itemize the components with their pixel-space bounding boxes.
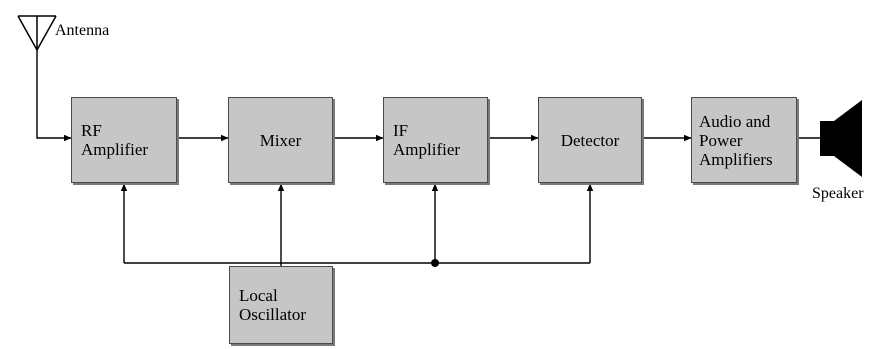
detector-label: Detector [560, 130, 620, 150]
oscillator-line1: Local [239, 286, 278, 305]
rf-amplifier-block: RF Amplifier [71, 97, 177, 183]
junction-dot [431, 259, 439, 267]
antenna-feed-line [36, 50, 72, 142]
antenna-icon [17, 15, 57, 51]
audio-line3: Amplifiers [699, 149, 773, 169]
rf-amplifier-line1: RF [81, 121, 102, 140]
oscillator-line2: Oscillator [239, 305, 307, 324]
if-amplifier-line2: Amplifier [393, 140, 461, 159]
mixer-label: Mixer [259, 130, 302, 150]
audio-line1: Audio and [699, 111, 771, 131]
if-amplifier-line1: IF [393, 121, 409, 140]
local-oscillator-block: Local Oscillator [229, 266, 333, 344]
audio-line2: Power [699, 130, 743, 150]
rf-amplifier-line2: Amplifier [81, 140, 149, 159]
audio-power-amplifiers-block: Audio and Power Amplifiers [691, 97, 797, 183]
detector-block: Detector [538, 97, 642, 183]
antenna-label: Antenna [55, 22, 110, 39]
speaker-label: Speaker [812, 185, 864, 202]
speaker-icon [820, 100, 862, 177]
mixer-block: Mixer [228, 97, 333, 183]
if-amplifier-block: IF Amplifier [383, 97, 488, 183]
